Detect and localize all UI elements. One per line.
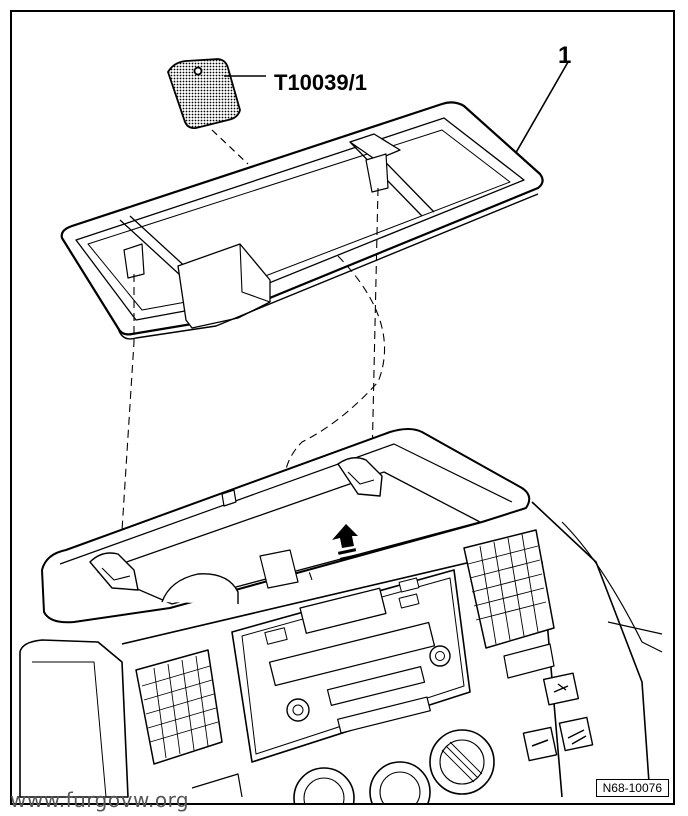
storage-tray (60, 101, 544, 340)
reference-code: N68-10076 (595, 779, 669, 797)
exploded-view-drawing (19, 58, 663, 803)
dashboard (19, 428, 663, 803)
removal-tool-t10039 (167, 58, 266, 165)
part-number-label: 1 (558, 42, 572, 69)
tool-label: T10039/1 (274, 70, 367, 95)
diagram-frame: T10039/1 1 N68-10076 (10, 10, 675, 805)
watermark: www.furgovw.org (10, 788, 190, 812)
installation-direction-arrow (332, 524, 359, 561)
